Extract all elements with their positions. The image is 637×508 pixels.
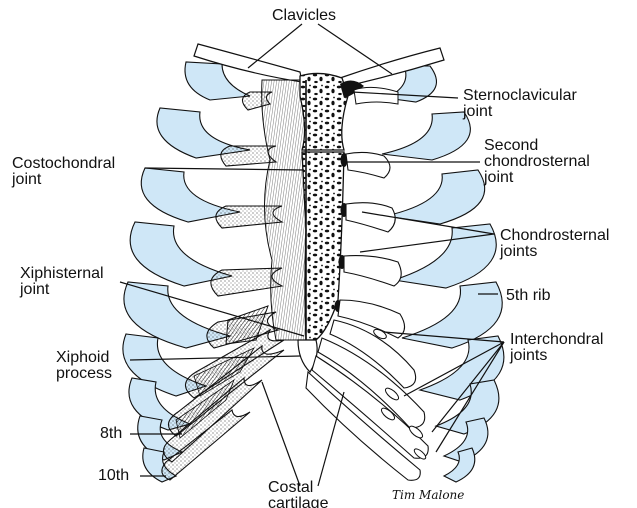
- label-chondrosternal-line1: Chondrosternal: [500, 228, 609, 244]
- label-second-chondrosternal-line3: joint: [484, 170, 590, 186]
- label-fifth-rib: 5th rib: [506, 288, 550, 304]
- right-rib-2: [382, 112, 470, 160]
- label-clavicles: Clavicles: [272, 8, 336, 24]
- label-xiphoid-process: Xiphoid process: [56, 350, 112, 382]
- label-xiphisternal-line2: joint: [20, 282, 104, 298]
- label-8th-rib: 8th: [100, 426, 122, 442]
- right-cartilage-4: [344, 256, 401, 286]
- label-xiphoid-line1: Xiphoid: [56, 350, 112, 366]
- sternoclavicular-disc: [354, 87, 398, 104]
- label-sternoclavicular-line1: Sternoclavicular: [463, 88, 577, 104]
- label-costochondral-line1: Costochondral: [12, 156, 115, 172]
- artist-signature: Tim Malone: [392, 488, 464, 502]
- right-cartilage-3: [346, 203, 395, 232]
- label-xiphisternal-line1: Xiphisternal: [20, 266, 104, 282]
- label-second-chondrosternal-line1: Second: [484, 138, 590, 154]
- label-costochondral-line2: joint: [12, 172, 115, 188]
- label-second-chondrosternal-line2: chondrosternal: [484, 154, 590, 170]
- right-rib-3: [386, 170, 485, 224]
- label-second-chondrosternal-joint: Second chondrosternal joint: [484, 138, 590, 186]
- label-interchondral-line2: joints: [510, 348, 603, 364]
- label-xiphoid-line2: process: [56, 366, 112, 382]
- leader-clavicles-right: [318, 24, 392, 74]
- label-costal-line1: Costal: [268, 480, 328, 496]
- label-costal-cartilage: Costal cartilage: [268, 480, 328, 508]
- label-costochondral-joint: Costochondral joint: [12, 156, 115, 188]
- label-sternoclavicular-joint: Sternoclavicular joint: [463, 88, 577, 120]
- sternocostal-ligaments: [262, 80, 306, 340]
- leader-clavicles-left: [248, 24, 302, 68]
- leader-costal-left: [262, 382, 300, 486]
- label-xiphisternal-joint: Xiphisternal joint: [20, 266, 104, 298]
- label-chondrosternal-joints: Chondrosternal joints: [500, 228, 609, 260]
- label-interchondral-line1: Interchondral: [510, 332, 603, 348]
- right-rib-4: [394, 224, 496, 288]
- label-costal-line2: cartilage: [268, 496, 328, 508]
- label-sternoclavicular-line2: joint: [463, 104, 577, 120]
- label-chondrosternal-line2: joints: [500, 244, 609, 260]
- label-10th-rib: 10th: [98, 468, 129, 484]
- right-cartilage-2: [346, 152, 390, 178]
- label-interchondral-joints: Interchondral joints: [510, 332, 603, 364]
